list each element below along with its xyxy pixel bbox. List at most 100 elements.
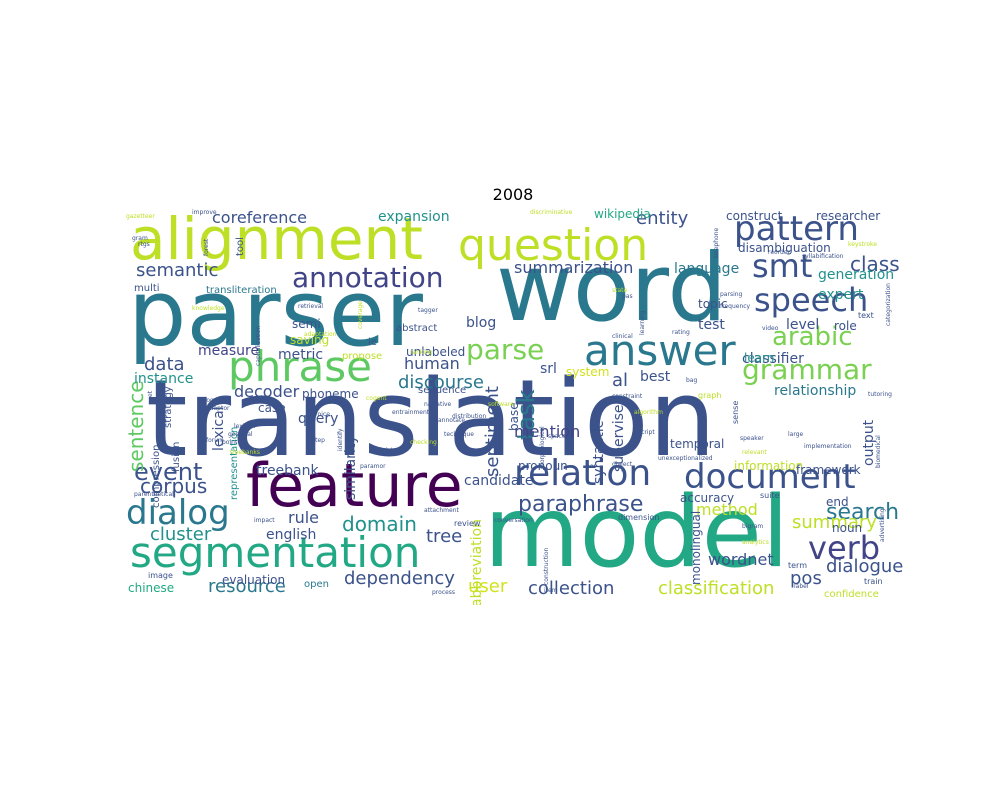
cloud-word: alignment	[130, 206, 424, 273]
cloud-word: syllabification	[802, 253, 844, 260]
cloud-word: english	[266, 527, 317, 543]
cloud-word: relationship	[774, 383, 857, 399]
cloud-word: answer	[584, 326, 736, 375]
cloud-word: noun	[832, 521, 863, 535]
cloud-word: relevant	[742, 449, 767, 456]
cloud-word: tree	[426, 526, 463, 547]
cloud-word: expansion	[378, 209, 450, 225]
cloud-word: clinical	[612, 333, 633, 340]
cloud-word: term	[788, 561, 807, 570]
cloud-word: dimension	[618, 513, 660, 522]
cloud-word: annotate	[438, 417, 466, 424]
cloud-word: sequence	[418, 385, 467, 396]
cloud-word: srl	[540, 361, 557, 377]
cloud-word: ie	[368, 337, 377, 348]
cloud-word: query	[298, 411, 339, 427]
cloud-word: adaptation	[304, 331, 337, 338]
cloud-word: constraint	[612, 393, 643, 400]
cloud-word: parser	[128, 260, 423, 367]
cloud-word: document	[684, 457, 856, 497]
cloud-word: candidate	[464, 473, 534, 489]
cloud-word: cluster	[150, 524, 212, 545]
cloud-word: open	[304, 579, 329, 590]
cloud-word: arabic	[772, 322, 853, 352]
cloud-word: metric	[278, 347, 324, 363]
cloud-word: expert	[818, 287, 864, 303]
cloud-word: lexicon	[234, 423, 256, 430]
cloud-word: script	[638, 429, 655, 436]
cloud-word: graph	[698, 391, 722, 400]
cloud-word: topic	[698, 297, 728, 311]
cloud-word: learning	[639, 310, 646, 335]
cloud-word: gram	[132, 235, 148, 242]
cloud-word: paramor	[360, 463, 386, 470]
cloud-word: morphological	[539, 426, 546, 469]
cloud-word: dialog	[126, 493, 230, 533]
cloud-word: telephone	[713, 228, 720, 259]
cloud-word: dependency	[344, 568, 455, 589]
cloud-word: annotation	[292, 261, 444, 294]
cloud-word: learn	[744, 351, 775, 365]
cloud-word: entity	[636, 208, 689, 229]
cloud-word: segmentation	[130, 528, 421, 577]
cloud-word: feature	[246, 451, 463, 521]
cloud-word: identify	[337, 428, 344, 451]
cloud-word: bigram	[742, 523, 764, 530]
cloud-word: sentence	[124, 380, 148, 472]
cloud-word: wordnet	[708, 550, 774, 569]
cloud-word: step	[312, 437, 325, 444]
cloud-word: phrase	[228, 342, 373, 391]
cloud-word: et	[147, 391, 154, 398]
cloud-word: point	[222, 439, 238, 446]
cloud-word: discourse	[398, 372, 484, 393]
cloud-word: roget	[204, 397, 220, 404]
cloud-word: verb	[808, 529, 881, 567]
cloud-word: evaluation	[222, 573, 286, 587]
cloud-word: transliteration	[206, 285, 277, 296]
cloud-word: train	[864, 577, 883, 586]
cloud-word: retrieval	[298, 303, 324, 310]
cloud-word: word	[496, 234, 728, 343]
cloud-word: collection	[528, 578, 615, 599]
cloud-word: tool	[235, 237, 246, 256]
cloud-word: ner	[586, 463, 596, 470]
cloud-word: search	[826, 500, 900, 525]
cloud-word: review	[454, 519, 481, 528]
cloud-word: suite	[760, 491, 780, 500]
cloud-word: label	[794, 583, 809, 590]
cloud-word: forum	[206, 437, 224, 444]
cloud-word: cogent	[366, 395, 387, 402]
cloud-word: construct	[726, 209, 783, 223]
cloud-word: role	[834, 319, 857, 333]
cloud-word: ranking	[410, 349, 433, 356]
cloud-word: end	[826, 495, 849, 509]
cloud-word: rule	[288, 508, 320, 527]
cloud-word: blog	[466, 315, 497, 331]
cloud-word: al	[612, 370, 629, 391]
cloud-word: event	[134, 458, 203, 486]
cloud-word: biomedical	[875, 435, 882, 468]
cloud-word: compression	[151, 444, 162, 508]
cloud-word: software	[488, 401, 514, 408]
cloud-word: level	[786, 317, 820, 333]
cloud-word: parsing	[720, 291, 743, 298]
cloud-word: keystroke	[848, 241, 877, 248]
cloud-word: confidence	[824, 589, 879, 600]
cloud-word: grammar	[742, 353, 872, 386]
cloud-word: accuracy	[680, 491, 735, 505]
cloud-word: multi	[134, 283, 160, 294]
cloud-word: test	[698, 317, 725, 333]
cloud-word: pronoun	[518, 459, 568, 473]
cloud-word: categorization	[885, 283, 892, 327]
cloud-word: rating	[672, 329, 690, 336]
cloud-word: fusion	[171, 441, 182, 472]
cloud-word: gestural	[228, 431, 253, 438]
cloud-word: decoder	[234, 382, 300, 401]
cloud-word: algorithm	[634, 409, 663, 416]
cloud-word: pattern	[734, 209, 859, 249]
cloud-word: attachment	[424, 507, 459, 514]
cloud-word: advertising	[879, 507, 886, 542]
cloud-word: item	[544, 587, 558, 594]
cloud-word: strategy	[163, 386, 174, 428]
